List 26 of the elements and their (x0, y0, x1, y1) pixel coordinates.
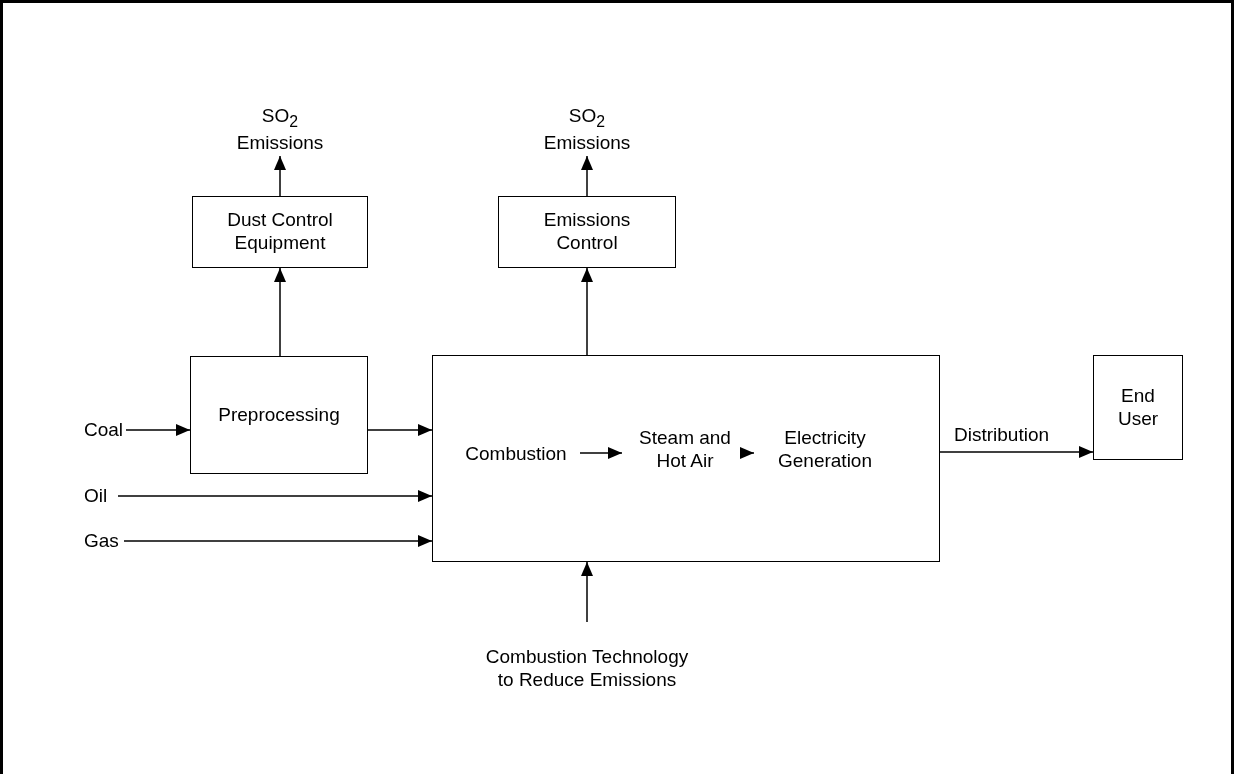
process-box: End User (1093, 355, 1183, 460)
flow-label: Combustion Technology to Reduce Emissions (467, 622, 707, 716)
flow-label: Electricity Generation (755, 424, 895, 476)
arrow (123, 535, 433, 547)
arrow (740, 447, 755, 459)
arrow (579, 447, 623, 459)
flow-label: Combustion (451, 440, 581, 468)
flow-label: SO$_{2}$ Emissions (527, 104, 647, 156)
arrow (274, 267, 286, 357)
arrow (581, 267, 593, 356)
arrow (117, 490, 433, 502)
arrow (581, 561, 593, 623)
process-box: Dust Control Equipment (192, 196, 368, 268)
arrow (274, 155, 286, 197)
flow-label: Steam and Hot Air (623, 424, 747, 476)
flow-label: SO$_{2}$ Emissions (220, 104, 340, 156)
process-box: Emissions Control (498, 196, 676, 268)
process-box: Preprocessing (190, 356, 368, 474)
flow-label: Coal (84, 416, 126, 444)
system-box (432, 355, 940, 562)
arrow (939, 446, 1094, 458)
arrow (125, 424, 191, 436)
arrow (581, 155, 593, 197)
arrow (367, 424, 433, 436)
flow-label: Gas (84, 527, 124, 555)
flow-label: Oil (84, 482, 118, 510)
